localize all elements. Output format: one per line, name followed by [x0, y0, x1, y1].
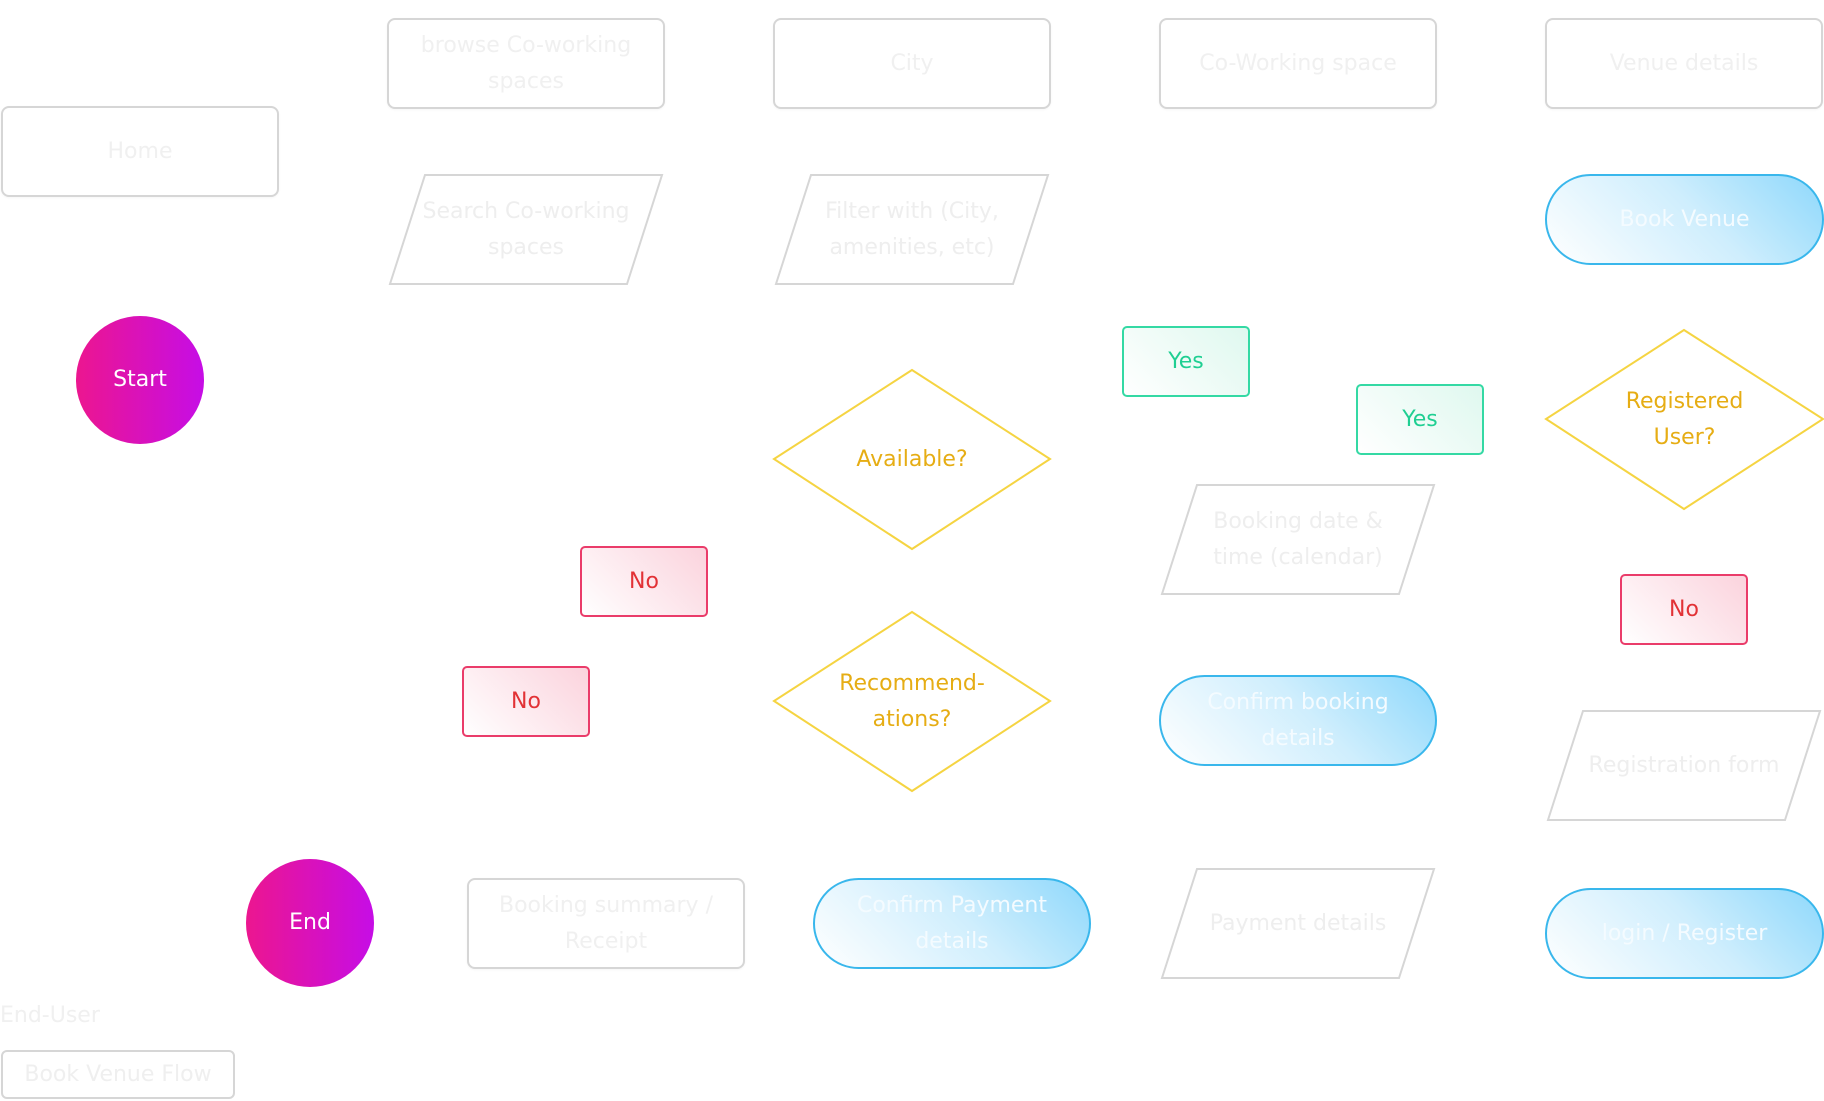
decision-registered-user-label: Registered User?	[1625, 388, 1744, 450]
diamond-shape	[772, 610, 1052, 793]
yes-label-2: Yes	[1356, 384, 1484, 455]
node-search: Search Co-working spaces	[388, 174, 664, 285]
node-confirm-booking: Confirm booking details	[1159, 675, 1437, 766]
yes-label-1: Yes	[1122, 326, 1250, 397]
node-home: Home	[1, 106, 279, 197]
yes-label-2-text: Yes	[1402, 406, 1438, 432]
node-confirm-payment: Confirm Payment details	[813, 878, 1091, 969]
parallelogram-shape	[388, 174, 664, 285]
parallelogram-shape	[1160, 484, 1436, 595]
end-node: End	[246, 859, 374, 987]
yes-label-1-text: Yes	[1168, 348, 1204, 374]
decision-recommendations: Recommend-ations?	[772, 610, 1052, 793]
parallelogram-shape	[1546, 710, 1822, 821]
node-registration-form: Registration form	[1546, 710, 1822, 821]
end-node-label: End	[289, 910, 331, 935]
node-browse: browse Co-working spaces	[387, 18, 665, 109]
decision-recommendations-label: Recommend-ations?	[839, 670, 985, 732]
actor-label: End-User	[0, 1003, 100, 1028]
node-payment-details: Payment details	[1160, 868, 1436, 979]
node-confirm-payment-label: Confirm Payment details	[856, 892, 1048, 954]
node-filter-label: Filter with (City, amenities, etc)	[825, 198, 999, 260]
node-booking-summary: Booking summary / Receipt	[467, 878, 745, 969]
node-confirm-booking-label: Confirm booking details	[1207, 689, 1389, 751]
parallelogram-shape	[1160, 868, 1436, 979]
node-coworking-space: Co-Working space	[1159, 18, 1437, 109]
node-payment-details-label: Payment details	[1209, 910, 1387, 936]
diamond-shape	[772, 368, 1052, 551]
no-label-1-text: No	[629, 568, 659, 594]
node-book-venue-label: Book Venue	[1619, 206, 1750, 232]
start-node-label: Start	[113, 367, 167, 392]
node-booking-date: Booking date & time (calendar)	[1160, 484, 1436, 595]
decision-available-label: Available?	[856, 446, 968, 472]
node-home-label: Home	[107, 138, 173, 164]
node-browse-label: browse Co-working spaces	[420, 32, 632, 94]
node-venue-details-label: Venue details	[1609, 50, 1759, 76]
flow-name-label: Book Venue Flow	[1, 1050, 235, 1099]
node-booking-date-label: Booking date & time (calendar)	[1213, 508, 1383, 570]
no-label-3-text: No	[511, 688, 541, 714]
no-label-1: No	[580, 546, 708, 617]
node-coworking-space-label: Co-Working space	[1199, 50, 1397, 76]
node-registration-form-label: Registration form	[1588, 752, 1780, 778]
node-venue-details: Venue details	[1545, 18, 1823, 109]
node-login-register: login / Register	[1545, 888, 1824, 979]
node-search-label: Search Co-working spaces	[422, 198, 630, 260]
parallelogram-shape	[774, 174, 1050, 285]
node-login-register-label: login / Register	[1601, 920, 1768, 946]
diamond-shape	[1544, 328, 1824, 511]
no-label-3: No	[462, 666, 590, 737]
node-filter: Filter with (City, amenities, etc)	[774, 174, 1050, 285]
no-label-2: No	[1620, 574, 1748, 645]
no-label-2-text: No	[1669, 596, 1699, 622]
decision-available: Available?	[772, 368, 1052, 551]
node-booking-summary-label: Booking summary / Receipt	[499, 892, 713, 954]
node-book-venue: Book Venue	[1545, 174, 1824, 265]
decision-registered-user: Registered User?	[1544, 328, 1824, 511]
start-node: Start	[76, 316, 204, 444]
node-city-label: City	[890, 50, 934, 76]
node-city: City	[773, 18, 1051, 109]
